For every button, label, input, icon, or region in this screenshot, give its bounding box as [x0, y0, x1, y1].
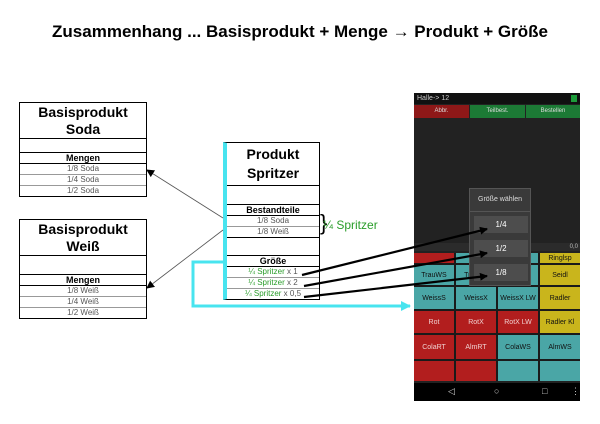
teilbestellung-button[interactable]: Teilbest. — [470, 105, 525, 118]
product-tile[interactable] — [456, 361, 496, 381]
size-factor: x 0,5 — [283, 289, 302, 298]
product-tile[interactable] — [414, 361, 454, 381]
header-line: Soda — [65, 121, 101, 137]
brace-label: ¼ Spritzer — [323, 218, 378, 232]
section-groesse: Größe — [227, 256, 319, 267]
blank-row — [20, 139, 146, 153]
product-tile[interactable]: TrauWS — [414, 265, 454, 285]
size-factor: x 2 — [287, 278, 298, 287]
status-bar: Halle-> 12 — [414, 93, 580, 104]
battery-icon — [571, 95, 577, 102]
size-option-1-4[interactable]: 1/4 — [474, 216, 528, 233]
header-line: Weiß — [66, 238, 100, 254]
product-tile[interactable]: WeissX LW — [498, 287, 538, 309]
brace-symbol: } — [320, 210, 328, 235]
product-tile[interactable] — [414, 253, 454, 263]
table-header: Produkt Spritzer — [227, 143, 319, 186]
product-tile[interactable]: ColaWS — [498, 335, 538, 359]
page-title: Zusammenhang ... Basisprodukt + Menge → … — [52, 22, 548, 41]
product-tile[interactable]: Rot — [414, 311, 454, 333]
produkt-spritzer-table: Produkt Spritzer Bestandteile 1/8 Soda 1… — [223, 142, 320, 300]
size-name: ¼ Spritzer — [248, 278, 285, 287]
back-icon[interactable]: ◁ — [448, 386, 455, 396]
product-tile[interactable] — [540, 361, 580, 381]
size-name: ¼ Spritzer — [244, 289, 282, 298]
table-row: 1/8 Soda — [227, 216, 319, 227]
link-soda — [146, 169, 224, 219]
blank-row — [227, 186, 319, 205]
status-text: Halle-> 12 — [417, 95, 450, 102]
header-line: Basisprodukt — [38, 221, 128, 237]
table-header: Basisprodukt Soda — [20, 103, 146, 139]
section-bestandteile: Bestandteile — [227, 205, 319, 216]
blank-row — [227, 238, 319, 256]
product-tile[interactable]: Radler Kl — [540, 311, 580, 333]
blank-row — [20, 256, 146, 275]
product-tile[interactable]: Ringlsp — [540, 253, 580, 263]
size-row: ¼ Spritzer x 1 — [227, 267, 319, 278]
size-name: ¼ Spritzer — [248, 267, 285, 276]
dialog-title: Größe wählen — [470, 189, 530, 212]
table-row: 1/4 Soda — [20, 175, 146, 186]
header-line: Spritzer — [246, 165, 300, 181]
product-tile[interactable]: Radler — [540, 287, 580, 309]
phone-screenshot: Halle-> 12 Abbr. Teilbest. Bestellen 0,0… — [414, 93, 580, 401]
product-tile[interactable]: RotX LW — [498, 311, 538, 333]
size-row: ¼ Spritzer x 2 — [227, 278, 319, 289]
size-factor: x 1 — [287, 267, 298, 276]
section-mengen: Mengen — [20, 153, 146, 164]
home-icon[interactable]: ○ — [494, 386, 500, 396]
product-tile[interactable]: WeissS — [414, 287, 454, 309]
table-row: 1/2 Soda — [66, 186, 100, 195]
size-option-1-8[interactable]: 1/8 — [474, 264, 528, 281]
table-row: 1/8 Weiß — [227, 227, 319, 238]
link-weiss — [146, 229, 224, 289]
table-row: 1/8 Weiß — [20, 286, 146, 297]
product-tile[interactable]: ColaRT — [414, 335, 454, 359]
size-dialog: Größe wählen 1/4 1/2 1/8 — [469, 188, 531, 286]
product-tile[interactable]: Seidl — [540, 265, 580, 285]
basisprodukt-weiss-table: Basisprodukt Weiß Mengen 1/8 Weiß 1/4 We… — [19, 219, 147, 319]
more-icon[interactable]: ⋮ — [571, 386, 580, 396]
table-row: 1/8 Soda — [20, 164, 146, 175]
size-row: ¼ Spritzer x 0,5 — [227, 289, 319, 299]
size-option-1-2[interactable]: 1/2 — [474, 240, 528, 257]
table-row: 1/4 Weiß — [20, 297, 146, 308]
recents-icon[interactable]: □ — [542, 386, 548, 396]
product-tile[interactable]: WeissX — [456, 287, 496, 309]
abbrechen-button[interactable]: Abbr. — [414, 105, 469, 118]
product-tile[interactable]: RotX — [456, 311, 496, 333]
bestellen-button[interactable]: Bestellen — [526, 105, 580, 118]
header-line: Basisprodukt — [38, 104, 128, 120]
basisprodukt-soda-table: Basisprodukt Soda Mengen 1/8 Soda 1/4 So… — [19, 102, 147, 197]
product-tile[interactable]: AlmWS — [540, 335, 580, 359]
section-mengen: Mengen — [20, 275, 146, 286]
table-row: 1/2 Weiß — [67, 308, 99, 317]
product-tile[interactable]: AlmRT — [456, 335, 496, 359]
android-nav-bar: ◁ ○ □ ⋮ — [414, 383, 580, 401]
header-line: Produkt — [246, 146, 300, 162]
product-tile[interactable] — [498, 361, 538, 381]
table-header: Basisprodukt Weiß — [20, 220, 146, 256]
